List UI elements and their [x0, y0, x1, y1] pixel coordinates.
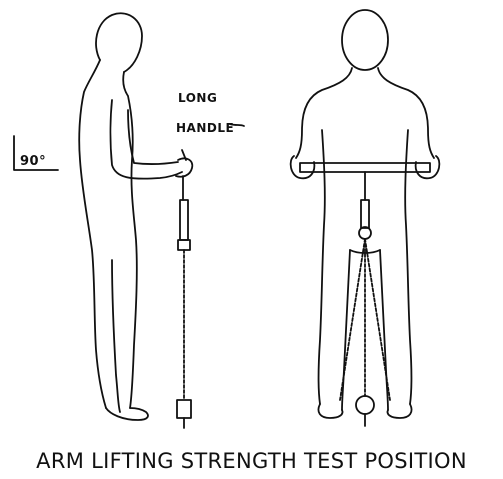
side-view-front: [123, 72, 137, 408]
figure-caption: ARM LIFTING STRENGTH TEST POSITION: [0, 449, 503, 473]
side-view-head: [96, 13, 142, 72]
handle-label: HANDLE: [176, 121, 234, 135]
front-view-left-hand: [291, 156, 315, 178]
angle-label: 90°: [20, 154, 46, 169]
side-view-figure: [79, 13, 244, 420]
side-view-dynamometer: [177, 176, 191, 428]
side-view-arm: [111, 100, 183, 179]
side-view-back: [79, 60, 106, 408]
long-label: LONG: [178, 91, 217, 105]
front-view-right-hand: [416, 156, 440, 178]
front-view-head: [342, 10, 388, 70]
side-view-foot: [106, 408, 148, 420]
handle-bar: [300, 163, 430, 172]
